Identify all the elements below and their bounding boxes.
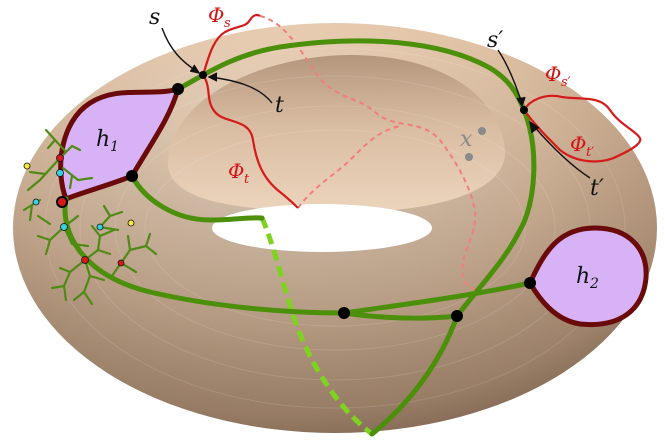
green-middle-link xyxy=(341,310,460,321)
label-h2: h xyxy=(576,264,590,289)
label-h1-sub: 1 xyxy=(110,139,119,155)
tree-node-red xyxy=(81,256,89,264)
label-t-prime: t′ xyxy=(590,176,604,201)
point-x-lower xyxy=(465,153,473,161)
arrows xyxy=(161,27,591,179)
red-dashed-path-upper xyxy=(259,15,531,293)
label-h2-sub: 2 xyxy=(589,276,599,292)
label-phi-t-sub: t xyxy=(244,172,250,187)
label-phi-s-sub: s xyxy=(224,16,231,31)
arrow-t-prime xyxy=(531,123,591,179)
vertex-middle xyxy=(338,307,350,319)
vertex-lower-right xyxy=(451,310,463,322)
green-right-descent xyxy=(454,107,537,319)
label-phi-s: Φ xyxy=(208,3,224,27)
label-phi-s-prime-sub: s′ xyxy=(561,75,571,90)
green-to-h2 xyxy=(341,280,533,316)
red-phi-s-prime xyxy=(523,94,641,139)
tree-node-red xyxy=(117,259,125,267)
tree-node-yellow xyxy=(127,219,135,227)
torus-inner-wall xyxy=(167,55,506,213)
green-dashed-path xyxy=(259,216,374,436)
red-phi-t-prime xyxy=(523,109,642,163)
tree-node-red xyxy=(56,154,64,162)
green-paths xyxy=(62,38,537,437)
green-top-arc xyxy=(175,38,527,113)
red-phi-s xyxy=(201,13,261,76)
arrow-t-prime-head xyxy=(529,120,540,134)
label-h1: h xyxy=(96,127,110,152)
tree-node-cyan xyxy=(60,223,68,231)
red-paths xyxy=(201,13,642,209)
green-bottom-drop xyxy=(369,313,460,437)
vertex-h1-top xyxy=(172,83,184,95)
tree-nodes xyxy=(23,154,135,267)
label-t: t xyxy=(275,93,284,118)
label-phi-s-prime: Φ xyxy=(545,62,561,86)
branching-tree xyxy=(22,128,158,306)
green-left-loop xyxy=(62,196,347,316)
red-dashed-path-lower xyxy=(297,125,401,209)
vertices xyxy=(126,71,536,322)
vertex-s-t-prime xyxy=(520,106,528,114)
label-phi-t-prime: Φ xyxy=(570,132,586,156)
label-s-prime: s′ xyxy=(487,28,503,53)
torus-hole xyxy=(212,204,432,252)
arrow-s-head xyxy=(189,64,201,75)
vertex-s-t xyxy=(199,71,207,79)
torus-surface xyxy=(13,23,657,433)
vertex-h1-right xyxy=(126,170,138,182)
tree-node-cyan xyxy=(56,169,64,177)
label-phi-t: Φ xyxy=(228,159,244,183)
arrow-t-head xyxy=(207,72,218,82)
tree-node-yellow xyxy=(23,162,31,170)
red-phi-t xyxy=(202,74,299,209)
tree-node-red-ringed xyxy=(56,196,68,208)
tree-node-cyan xyxy=(32,198,40,206)
label-s: s xyxy=(149,5,160,30)
vertex-h2 xyxy=(524,277,536,289)
green-h1-to-hole xyxy=(129,173,265,223)
label-x: x xyxy=(460,127,473,152)
label-phi-t-prime-sub: t′ xyxy=(586,145,594,160)
point-x-upper xyxy=(478,127,486,135)
tree-node-cyan xyxy=(96,223,104,231)
hole-h2 xyxy=(527,225,649,328)
arrow-s-prime-head xyxy=(516,96,526,108)
